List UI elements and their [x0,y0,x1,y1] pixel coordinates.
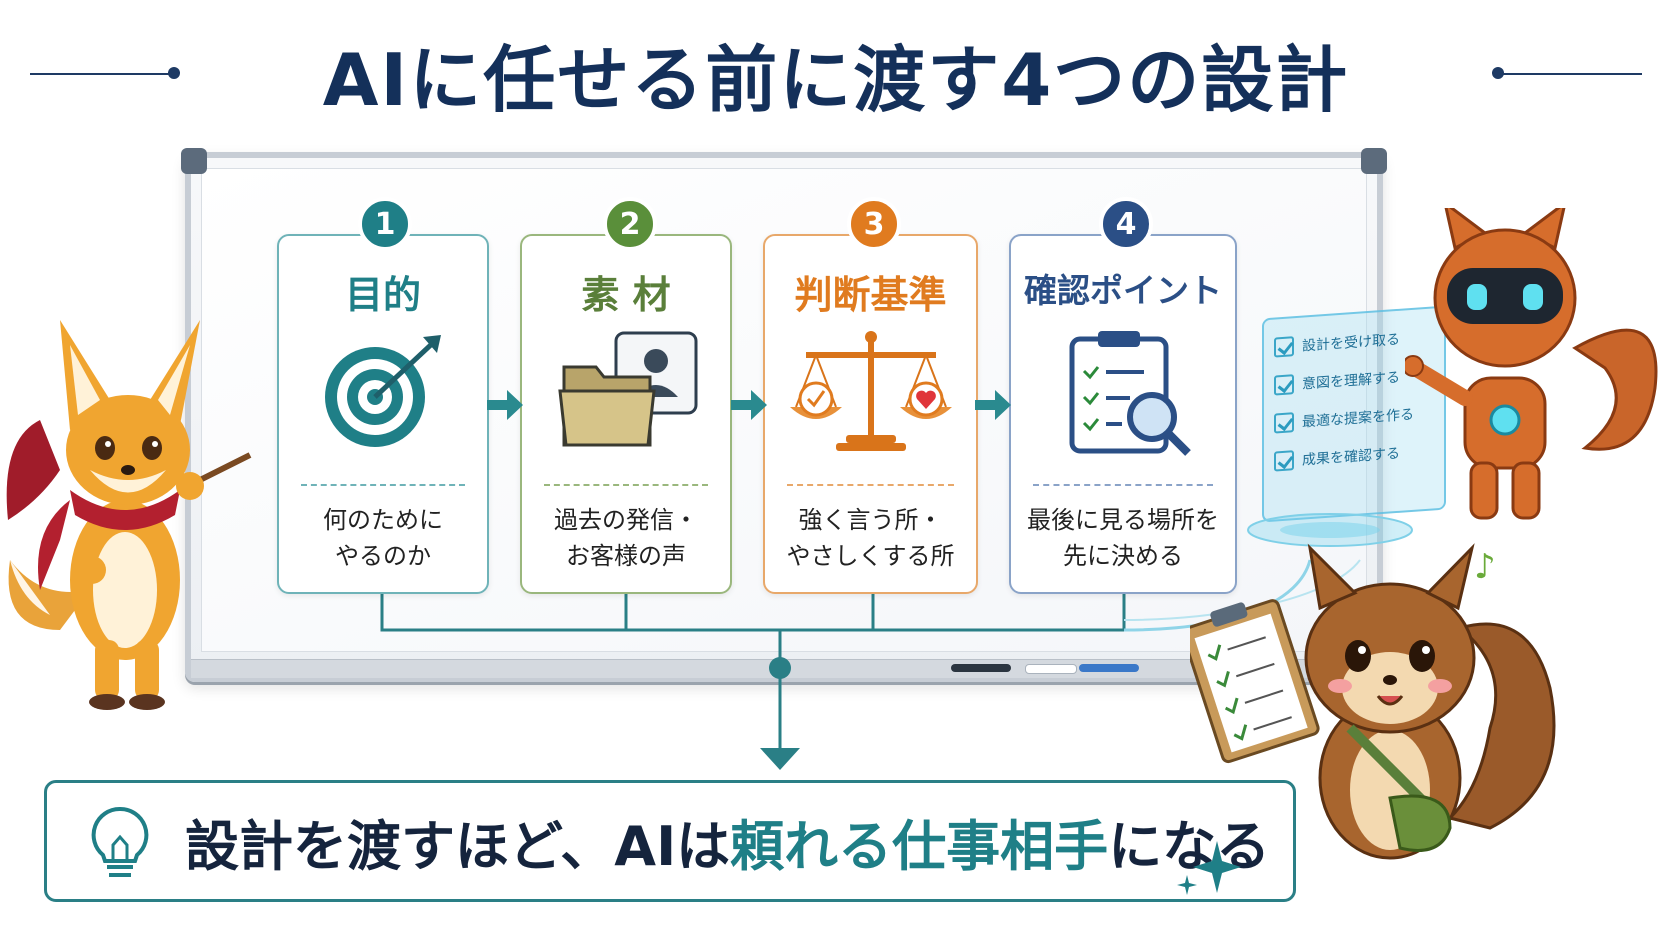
checklist-item: 成果を確認する [1274,443,1400,472]
step-number-badge: 3 [847,197,901,251]
checklist-label: 成果を確認する [1302,445,1400,469]
summary-banner: 設計を渡すほど、AIは頼れる仕事相手になる [44,780,1296,902]
summary-text-part: 設計を渡すほど、AIは [185,814,731,878]
clipboard-search-icon [1011,322,1235,462]
step-number-badge: 2 [603,197,657,251]
checklist-label: 設計を受け取る [1302,331,1400,355]
board-corner [1361,148,1387,174]
board-corner [181,148,207,174]
target-icon [279,322,487,462]
checkbox-icon [1274,374,1294,396]
down-arrow-icon [760,748,800,770]
checkbox-icon [1274,412,1294,434]
divider [301,484,465,486]
step-desc-line: 強く言う所・ [798,506,943,534]
checklist-item: 最適な提案を作る [1274,404,1414,434]
marker-blue [1079,664,1139,672]
step-desc-line: 先に決める [1063,542,1183,570]
step-card-4: 確認ポイント 最後に見る場所を 先に決める [1009,234,1237,594]
step-card-2: 素 材 過去の発信・ お客様の声 [520,234,732,594]
step-description: 何のために やるのか [279,502,487,574]
step-title: 確認ポイント [1024,271,1222,310]
checkbox-icon [1274,450,1294,472]
checkbox-icon [1274,336,1294,358]
step-card-3: 判断基準 強く言う所・ やさしくする所 [763,234,978,594]
squirrel-character: ♪ [1190,543,1556,860]
step-desc-line: やるのか [335,542,431,570]
hologram-base [1247,513,1413,547]
title-bar: AIに任せる前に渡す4つの設計 [0,18,1672,128]
step-description: 過去の発信・ お客様の声 [522,502,730,574]
step-arrow-icon [731,390,767,420]
title-line-left [30,73,172,75]
step-number-badge: 4 [1099,197,1153,251]
checklist-item: 意図を理解する [1274,367,1400,396]
sparkle-icon [1177,841,1241,895]
fox-character [6,320,252,710]
step-desc-line: 最後に見る場所を [1027,506,1219,534]
connector-bracket [380,594,1126,632]
summary-text-part: になる [1108,814,1271,878]
checklist-label: 意図を理解する [1302,369,1400,393]
step-card-1: 目的 何のために やるのか [277,234,489,594]
robot-squirrel-character [1405,208,1658,520]
step-title: 判断基準 [794,273,947,317]
summary-text: 設計を渡すほど、AIは頼れる仕事相手になる [185,783,1270,899]
connector-node [769,657,791,679]
step-description: 強く言う所・ やさしくする所 [765,502,976,574]
svg-text:♪: ♪ [1474,547,1496,587]
step-desc-line: 何のために [323,506,443,534]
marker-black [951,664,1011,672]
title-dot-left [168,67,180,79]
page-title: AIに任せる前に渡す4つの設計 [322,37,1350,122]
divider [787,484,954,486]
step-arrow-icon [487,390,523,420]
step-arrow-icon [975,390,1011,420]
scale-icon [765,322,976,462]
step-desc-line: お客様の声 [566,542,686,570]
step-description: 最後に見る場所を 先に決める [1011,502,1235,574]
step-number-badge: 1 [358,197,412,251]
checklist-label: 最適な提案を作る [1302,406,1414,431]
title-line-right [1500,73,1642,75]
step-title: 目的 [344,273,421,317]
lightbulb-icon [91,806,149,877]
summary-highlight: 頼れる仕事相手 [730,814,1109,878]
marker-white [1025,664,1077,674]
divider [544,484,708,486]
divider [1033,484,1213,486]
folder-icon [522,322,730,462]
step-desc-line: やさしくする所 [786,542,955,570]
step-desc-line: 過去の発信・ [554,506,698,534]
step-title: 素 材 [581,273,671,317]
title-dot-right [1492,67,1504,79]
checklist-item: 設計を受け取る [1274,329,1400,358]
